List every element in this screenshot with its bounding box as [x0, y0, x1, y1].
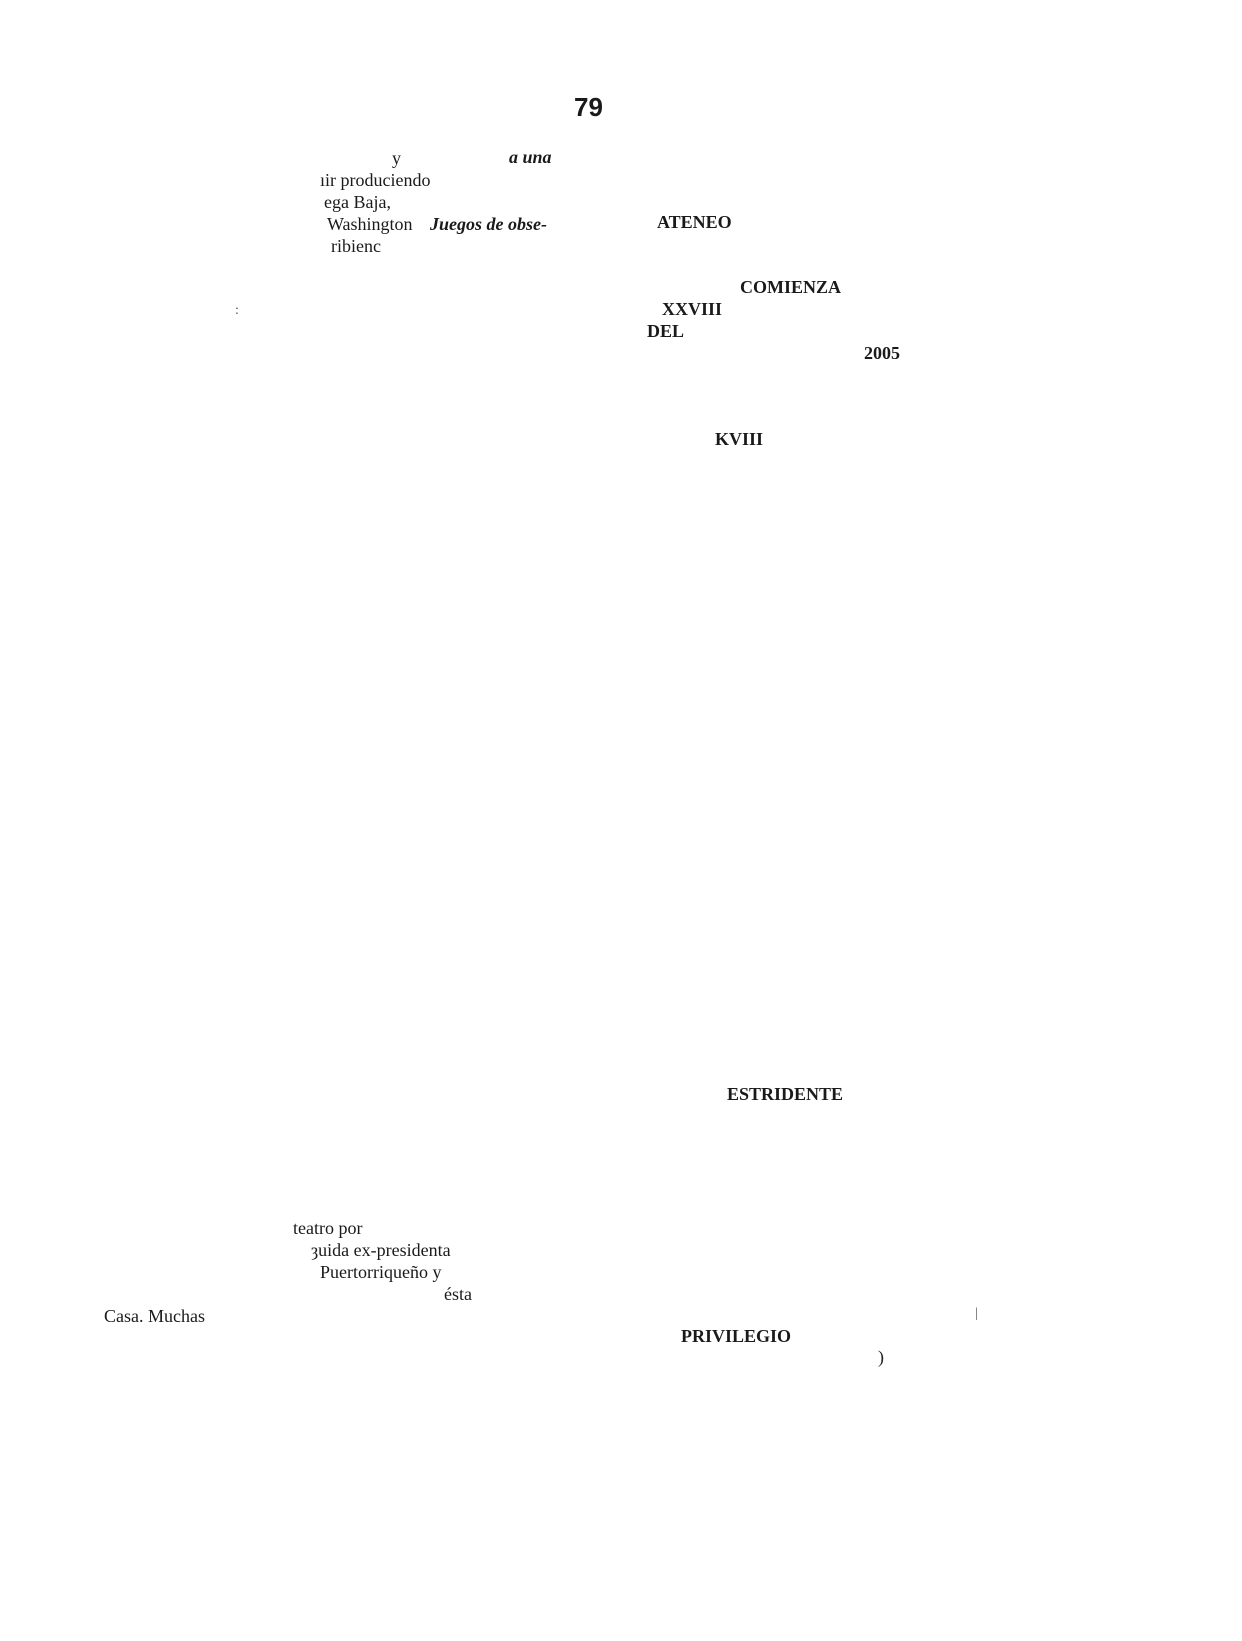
- left-fragment-esta: ésta: [444, 1284, 472, 1304]
- left-fragment-produciendo: ıir produciendo: [320, 170, 431, 190]
- left-fragment-ex-presidenta: ȝuida ex-presidenta: [311, 1240, 451, 1260]
- left-fragment-a-una: a una: [509, 147, 552, 167]
- left-fragment-washington: Washington: [327, 214, 413, 234]
- page-number: 79: [574, 92, 603, 122]
- scan-speck: |: [975, 1306, 978, 1321]
- right-heading-xviii: ΚVIII: [715, 429, 764, 449]
- scan-speck: ): [878, 1347, 884, 1367]
- left-fragment-escribiendo: ribienc: [331, 236, 381, 256]
- right-heading-2005: 2005: [864, 343, 900, 363]
- right-heading-del: DEL: [647, 321, 685, 341]
- right-heading-xxviii: XXVIII: [662, 299, 723, 319]
- right-heading-ateneo: ATENEO: [657, 212, 732, 232]
- left-fragment-teatro: teatro por: [293, 1218, 363, 1238]
- right-heading-estridente: ESTRIDENTE: [727, 1084, 844, 1104]
- left-fragment-juegos: Juegos de obse-: [430, 214, 547, 234]
- left-fragment-puertorriqueno: Puertorriqueño y: [320, 1262, 442, 1282]
- right-heading-comienza: COMIENZA: [740, 277, 842, 297]
- left-fragment-vega-baja: ega Baja,: [324, 192, 391, 212]
- scan-speck: :: [235, 303, 239, 318]
- right-heading-privilegio: PRIVILEGIO: [681, 1326, 792, 1346]
- left-fragment-casa: Casa. Muchas: [104, 1306, 205, 1326]
- left-fragment-y: y: [392, 148, 401, 168]
